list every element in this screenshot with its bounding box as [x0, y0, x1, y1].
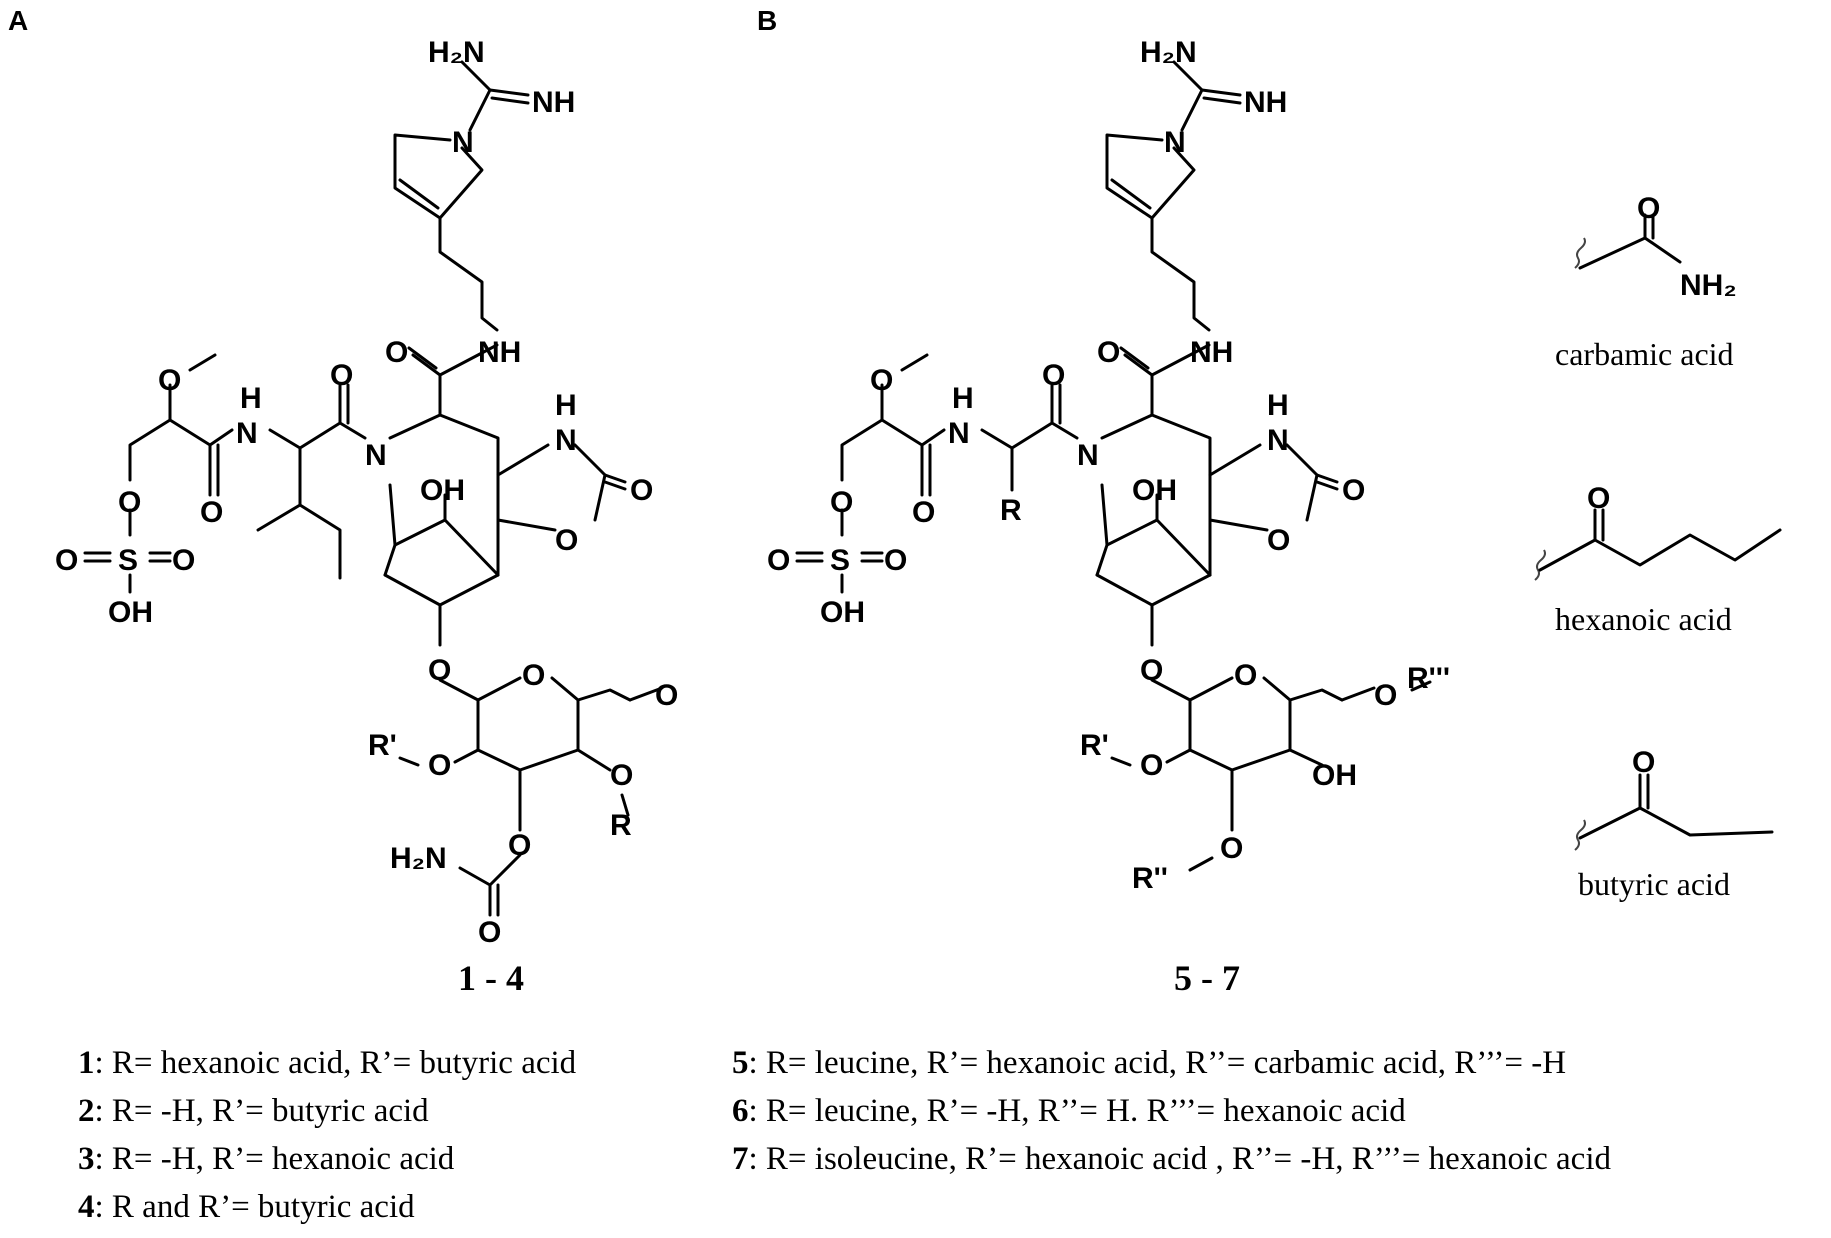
atom-o-oxaz-ring-b: O [1267, 524, 1290, 557]
structure-b: H₂N NH N O NH N OH H N O O O R H N O O O… [767, 36, 1450, 998]
atom-o-hexanoic: O [1587, 482, 1610, 515]
atom-s-sulfate-b: S [830, 544, 850, 577]
side-chain-label-butyric: butyric acid [1578, 866, 1730, 902]
atom-o-sulfate-left-b: O [767, 544, 790, 577]
atom-o-butyric: O [1632, 746, 1655, 779]
legend-item-1: 1: R= hexanoic acid, R’= butyric acid [78, 1045, 577, 1081]
atom-r2-b: R'' [1132, 862, 1168, 895]
side-chain-carbamic: O NH₂ carbamic acid [1555, 192, 1737, 372]
atom-nh2-carbamic: NH₂ [1680, 269, 1737, 302]
legend-item-7: 7: R= isoleucine, R’= hexanoic acid , R’… [732, 1141, 1611, 1177]
atom-o-acyl-carbonyl-b: O [912, 496, 935, 529]
atom-r3-b: R''' [1407, 662, 1450, 695]
atom-nh-amide-b: NH [1190, 336, 1233, 369]
atom-s-sulfate-a: S [118, 544, 138, 577]
atom-h-nh-b: H [952, 382, 974, 415]
atom-o-sulfate-right-b: O [884, 544, 907, 577]
atom-h2n-carbamate-a: H₂N [390, 842, 447, 875]
atom-n-core-b: N [1077, 439, 1099, 472]
atom-nh-amide-a: NH [478, 336, 521, 369]
legend-a: 1: R= hexanoic acid, R’= butyric acid 2:… [78, 1045, 576, 1225]
atom-o-oxaz-carbonyl-a: O [630, 474, 653, 507]
legend-item-5: 5: R= leucine, R’= hexanoic acid, R’’= c… [732, 1045, 1567, 1081]
atom-oh-sugar-b: OH [1312, 759, 1357, 792]
atom-r-aa-b: R [1000, 494, 1022, 527]
atom-h-nh-a: H [240, 382, 262, 415]
compound-label-b: 5 - 7 [1174, 958, 1240, 998]
atom-oh-core-a: OH [420, 474, 465, 507]
atom-o-r1-b: O [1140, 749, 1163, 782]
side-chain-label-carbamic: carbamic acid [1555, 336, 1734, 372]
atom-r1-a: R' [368, 729, 397, 762]
atom-o-aa-carbonyl-b: O [1042, 359, 1065, 392]
atom-o-glycoside-a: O [428, 654, 451, 687]
atom-o-r-a: O [610, 759, 633, 792]
atom-o-oxaz-ring-a: O [555, 524, 578, 557]
atom-o-methyl-ether-a: O [655, 679, 678, 712]
side-chain-label-hexanoic: hexanoic acid [1555, 601, 1732, 637]
atom-n-pyrroline-b: N [1164, 126, 1186, 159]
atom-n-oxaz-b: N [1267, 424, 1289, 457]
atom-o-acyl-carbonyl-a: O [200, 496, 223, 529]
atom-oh-sulfate-a: OH [108, 596, 153, 629]
atom-o-amide-a: O [385, 336, 408, 369]
atom-o-sugar-ring-b: O [1234, 659, 1257, 692]
structure-a: H₂N NH N O NH N OH H N O O O H N O O O O… [55, 36, 678, 998]
atom-amine-a: H₂N [428, 36, 485, 69]
atom-o-sulfate-left-a: O [55, 544, 78, 577]
atom-o-amide-b: O [1097, 336, 1120, 369]
atom-o-glycoside-b: O [1140, 654, 1163, 687]
atom-h-oxaz-b: H [1267, 389, 1289, 422]
legend-item-3: 3: R= -H, R’= hexanoic acid [78, 1141, 455, 1177]
atom-o-carbamic: O [1637, 192, 1660, 225]
atom-amine-b: H₂N [1140, 36, 1197, 69]
atom-h-oxaz-a: H [555, 389, 577, 422]
legend-item-2: 2: R= -H, R’= butyric acid [78, 1093, 429, 1129]
legend-b: 5: R= leucine, R’= hexanoic acid, R’’= c… [732, 1045, 1611, 1177]
panel-label-a: A [8, 5, 28, 36]
atom-n-oxaz-a: N [555, 424, 577, 457]
compound-label-a: 1 - 4 [458, 958, 524, 998]
atom-o-carbamate-a: O [508, 829, 531, 862]
atom-imine-b: NH [1244, 86, 1287, 119]
legend-item-6: 6: R= leucine, R’= -H, R’’= H. R’’’= hex… [732, 1093, 1406, 1129]
panel-label-b: B [757, 5, 777, 36]
atom-o-sulfate-link-a: O [118, 486, 141, 519]
atom-o-r2-b: O [1220, 832, 1243, 865]
atom-oh-sulfate-b: OH [820, 596, 865, 629]
atom-imine-a: NH [532, 86, 575, 119]
atom-n-nh-a: N [236, 417, 258, 450]
atom-o-methoxy-b: O [870, 364, 893, 397]
side-chain-hexanoic: O hexanoic acid [1534, 482, 1782, 637]
atom-o-ile-carbonyl-a: O [330, 359, 353, 392]
atom-o-sulfate-link-b: O [830, 486, 853, 519]
atom-o-r1-a: O [428, 749, 451, 782]
atom-r-a: R [610, 809, 632, 842]
atom-o-methoxy-a: O [158, 364, 181, 397]
atom-n-nh-b: N [948, 417, 970, 450]
atom-o-carbamate-carbonyl-a: O [478, 916, 501, 949]
atom-o-sulfate-right-a: O [172, 544, 195, 577]
legend-item-4: 4: R and R’= butyric acid [78, 1189, 415, 1225]
side-chain-panel: O NH₂ carbamic acid O hexanoic acid O [1534, 192, 1782, 902]
side-chain-butyric: O butyric acid [1574, 746, 1774, 902]
atom-oh-core-b: OH [1132, 474, 1177, 507]
atom-r1-b: R' [1080, 729, 1109, 762]
atom-o-sugar-ring-a: O [522, 659, 545, 692]
atom-o-oxaz-carbonyl-b: O [1342, 474, 1365, 507]
atom-o-r3-b: O [1374, 679, 1397, 712]
atom-n-pyrroline-a: N [452, 126, 474, 159]
atom-n-core-a: N [365, 439, 387, 472]
